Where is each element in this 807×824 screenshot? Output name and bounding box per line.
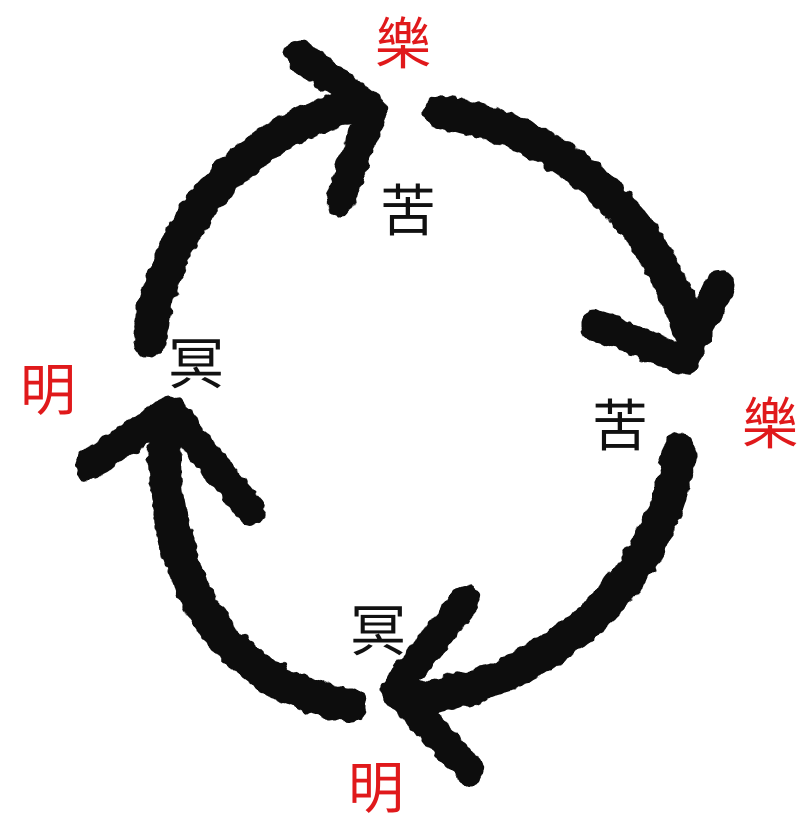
label-right-red: 樂 <box>742 398 798 454</box>
arrow-top-right <box>440 112 690 330</box>
label-left-red: 明 <box>20 364 76 420</box>
arrow-bottom-left <box>165 430 350 705</box>
label-left-inner: 冥 <box>168 338 224 394</box>
label-bottom-red: 明 <box>348 762 404 818</box>
label-top-inner: 苦 <box>380 185 436 241</box>
arrow-top-right-head <box>595 285 720 360</box>
label-right-inner: 苦 <box>592 400 648 456</box>
arrow-bottom-right <box>410 450 680 700</box>
label-top-red: 樂 <box>375 18 431 74</box>
arrow-top-left <box>150 105 360 340</box>
label-bottom-inner: 冥 <box>350 605 406 661</box>
